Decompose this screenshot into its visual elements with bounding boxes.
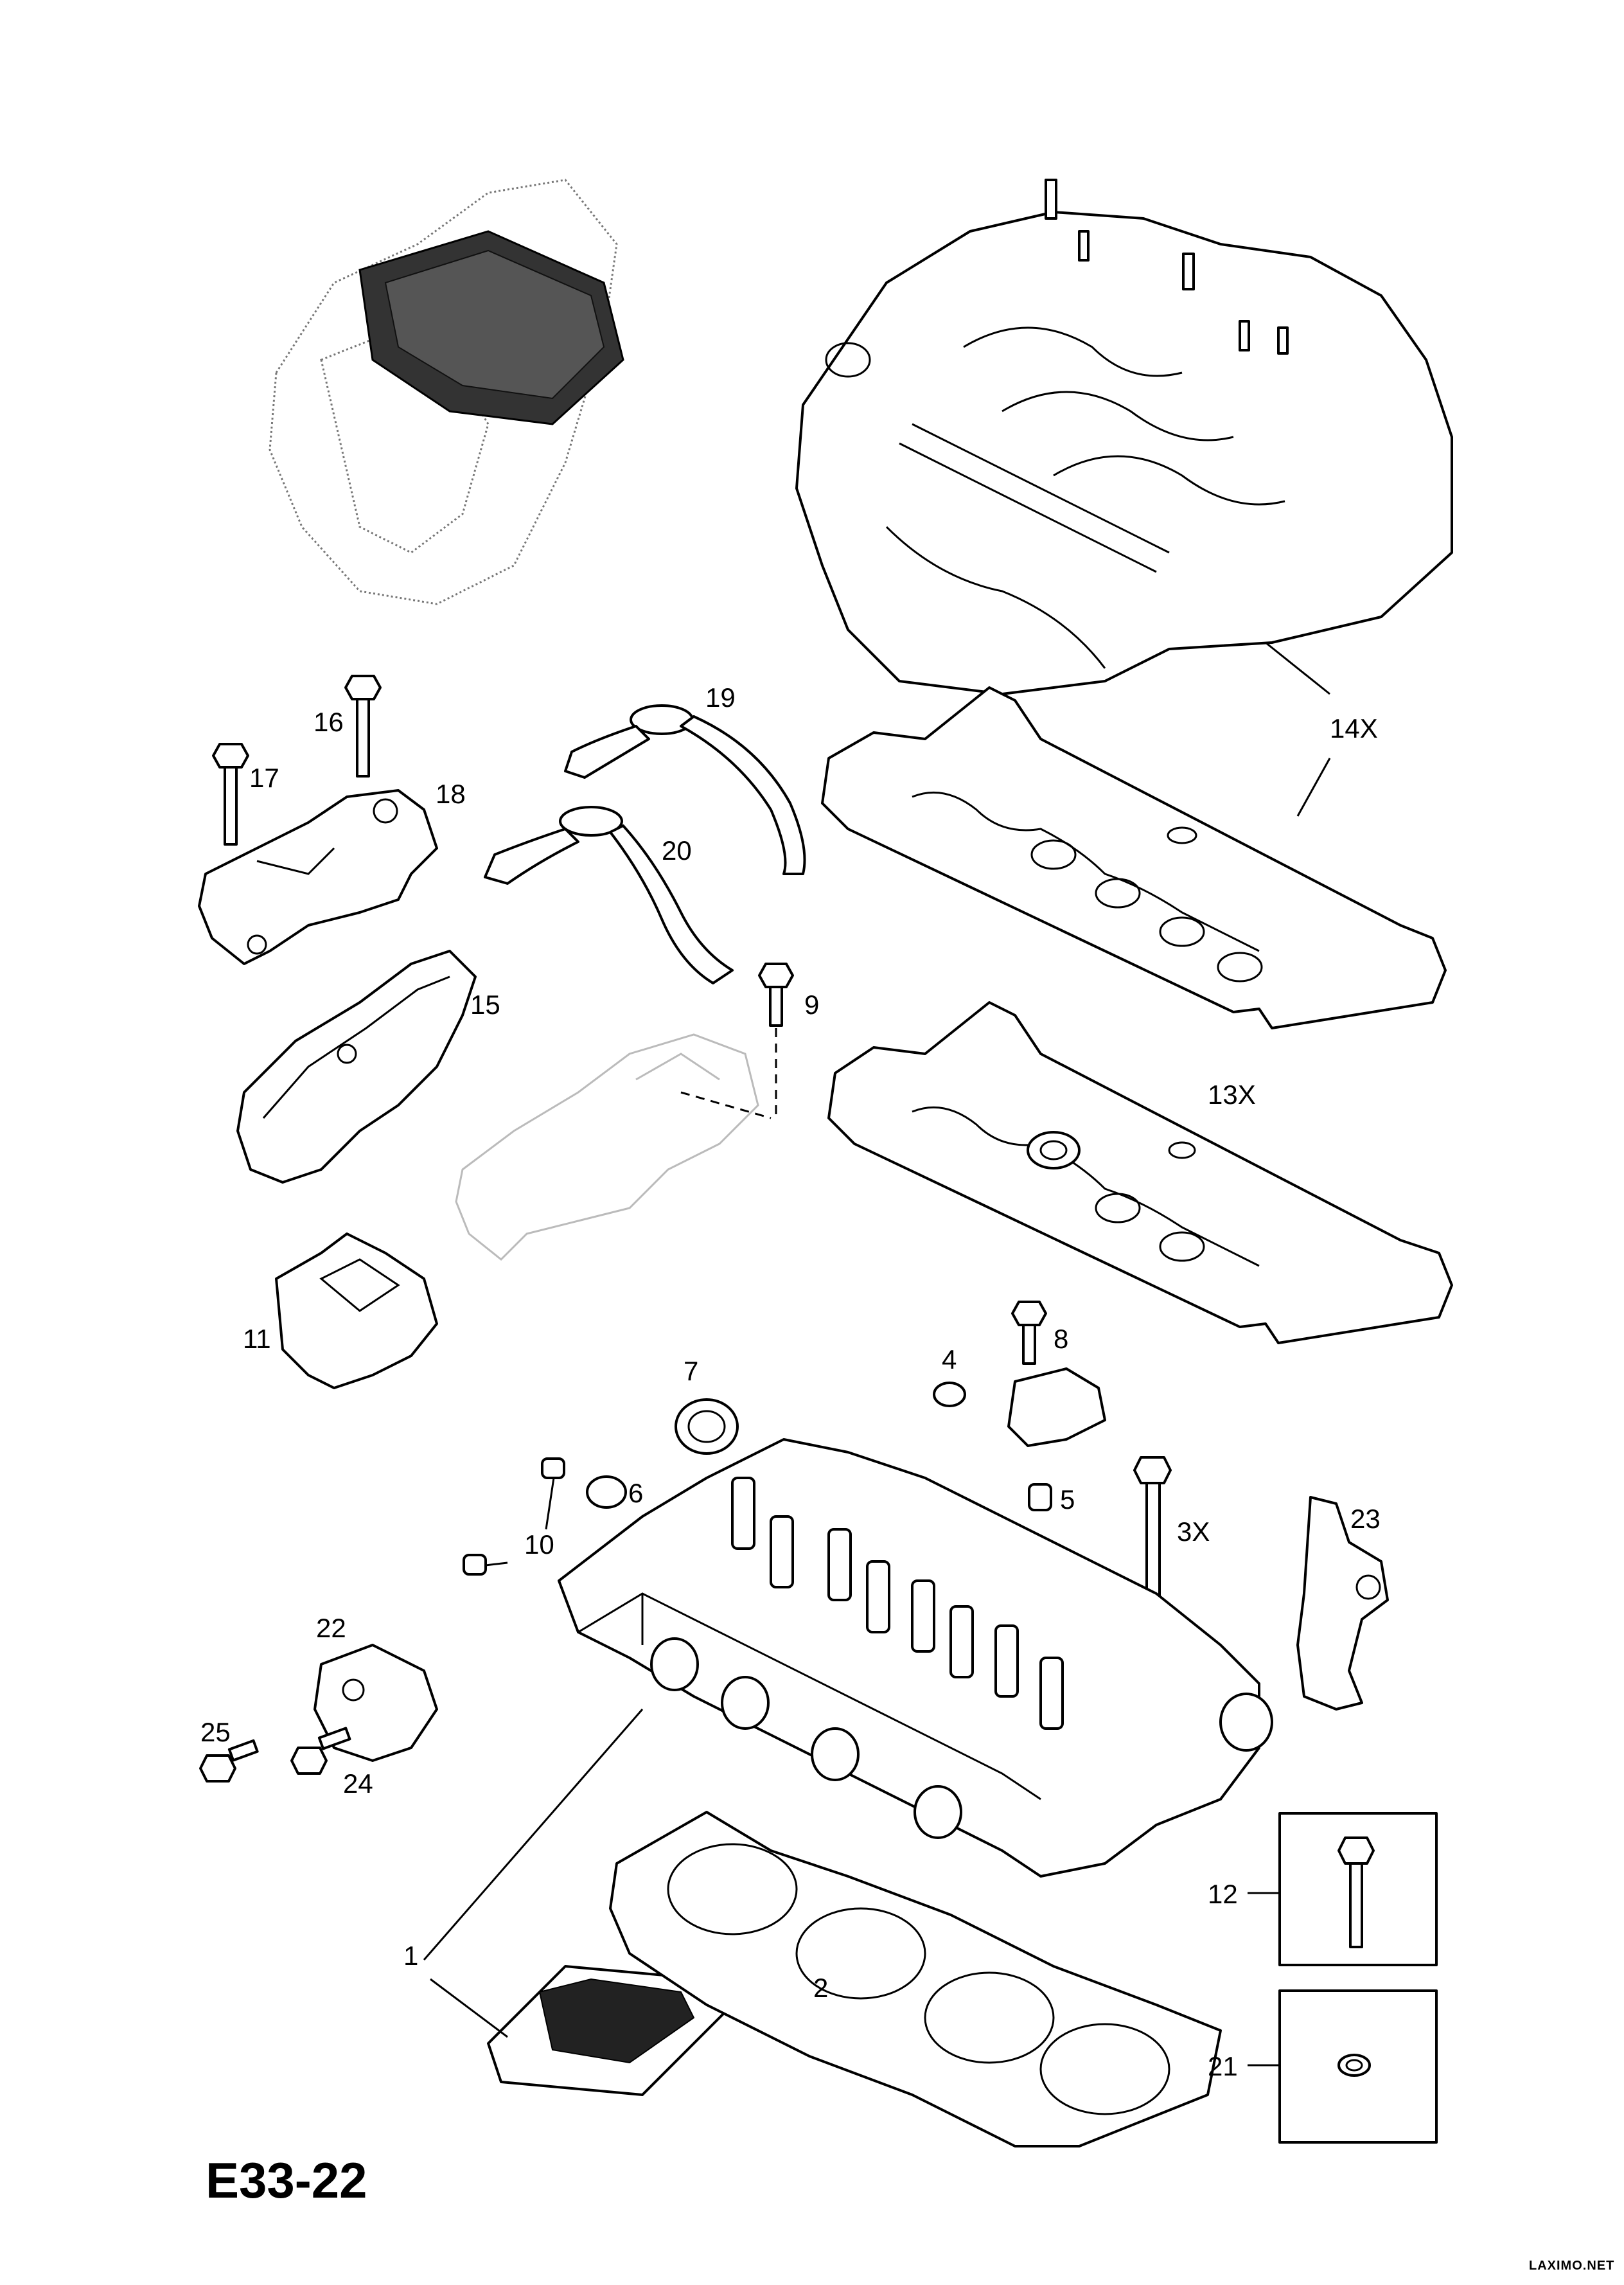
callout-16: 16	[313, 707, 344, 737]
bolt-part-25[interactable]	[199, 1739, 259, 1783]
callout-15: 15	[470, 990, 500, 1020]
breather-hose-part-20[interactable]	[484, 806, 734, 984]
intake-manifold-part[interactable]	[795, 179, 1453, 695]
bolt-box-part-12[interactable]	[1278, 1812, 1438, 1966]
clip-part[interactable]	[1007, 1367, 1106, 1447]
intake-gasket-lower[interactable]	[827, 1001, 1453, 1344]
callout-17: 17	[249, 763, 279, 793]
bracket-part-23[interactable]	[1296, 1496, 1389, 1711]
seal-part-4[interactable]	[933, 1382, 966, 1407]
page-code: E33-22	[206, 2152, 367, 2209]
engine-overview-thumbnail	[269, 179, 624, 605]
callout-8: 8	[1054, 1324, 1068, 1354]
bolt-part-16[interactable]	[344, 675, 382, 778]
phantom-bracket	[455, 1033, 772, 1261]
callout-25: 25	[200, 1717, 231, 1747]
callout-11: 11	[243, 1324, 271, 1354]
bolt-part-9[interactable]	[758, 963, 794, 1118]
callout-24: 24	[343, 1768, 373, 1799]
callout-4: 4	[942, 1344, 957, 1374]
callout-7: 7	[684, 1356, 698, 1386]
callout-10: 10	[524, 1529, 554, 1560]
callout-5: 5	[1060, 1484, 1075, 1515]
gasket-kit-bag[interactable]	[487, 1965, 734, 2096]
callout-13: 13X	[1208, 1080, 1256, 1110]
plug-part-6[interactable]	[586, 1475, 627, 1509]
callout-20: 20	[662, 835, 692, 866]
callout-19: 19	[705, 682, 736, 713]
clip-box-part-21[interactable]	[1278, 1989, 1438, 2144]
callout-9: 9	[804, 990, 819, 1020]
bolt-part-24[interactable]	[290, 1727, 351, 1775]
valve-springs	[731, 1477, 1064, 1730]
callout-23: 23	[1350, 1504, 1381, 1534]
bolt-part-8[interactable]	[1011, 1301, 1047, 1365]
breather-hose-part-19[interactable]	[564, 704, 806, 875]
callout-6: 6	[628, 1478, 643, 1508]
head-gasket-part-2[interactable]	[609, 1811, 1222, 2147]
sleeve-part-10[interactable]	[463, 1457, 565, 1576]
callout-2: 2	[813, 1973, 828, 2003]
callout-1: 1	[403, 1941, 418, 1971]
bolt-part-17[interactable]	[212, 743, 249, 846]
callout-3: 3X	[1177, 1516, 1210, 1547]
callout-12: 12	[1208, 1879, 1238, 1909]
callout-14: 14X	[1330, 713, 1378, 743]
intake-gasket-upper[interactable]	[821, 686, 1447, 1029]
callout-21: 21	[1208, 2051, 1238, 2081]
callout-18: 18	[436, 779, 466, 809]
seal-ring-part-7[interactable]	[675, 1398, 739, 1455]
bracket-part-11[interactable]	[275, 1232, 438, 1389]
watermark: LAXIMO.NET	[1529, 2259, 1614, 2273]
cover-gasket-part-15[interactable]	[236, 950, 477, 1184]
cylinder-head-part-1[interactable]	[558, 1438, 1273, 1878]
callout-22: 22	[316, 1613, 346, 1643]
dowel-part-5[interactable]	[1028, 1483, 1052, 1511]
bracket-part-18[interactable]	[198, 789, 438, 965]
